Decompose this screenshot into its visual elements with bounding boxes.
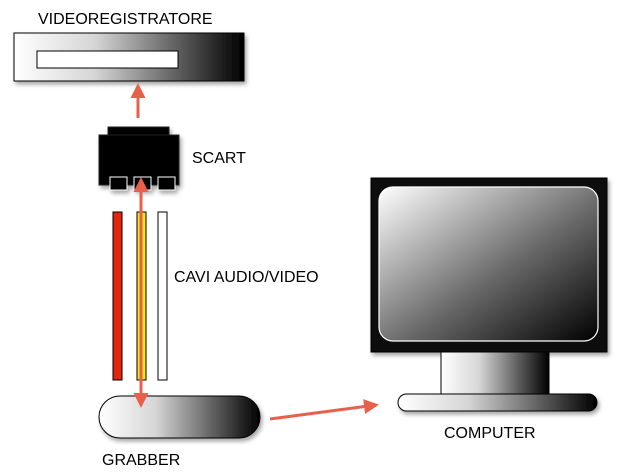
- scart-pin-right: [157, 176, 176, 191]
- label-grabber: GRABBER: [102, 452, 181, 469]
- arrow-grabber-to-computer: [269, 399, 379, 421]
- label-scart: SCART: [192, 150, 246, 167]
- label-cavi-audio-video: CAVI AUDIO/VIDEO: [174, 269, 319, 286]
- vcr-tape-slot: [36, 50, 179, 69]
- grabber-device: [98, 395, 261, 439]
- scart-pin-left: [109, 176, 128, 191]
- monitor-base: [397, 393, 598, 412]
- label-computer: COMPUTER: [444, 425, 536, 442]
- cable-red: [112, 211, 123, 381]
- scart-connector: [98, 126, 180, 191]
- monitor-neck: [440, 351, 550, 397]
- label-videoregistratore: VIDEOREGISTRATORE: [38, 11, 213, 28]
- vcr-device: [13, 32, 245, 82]
- computer-monitor: [370, 177, 608, 412]
- connection-arrows: [130, 83, 379, 421]
- monitor-screen: [378, 186, 599, 342]
- cable-white: [157, 211, 168, 381]
- grabber-body: [98, 395, 261, 439]
